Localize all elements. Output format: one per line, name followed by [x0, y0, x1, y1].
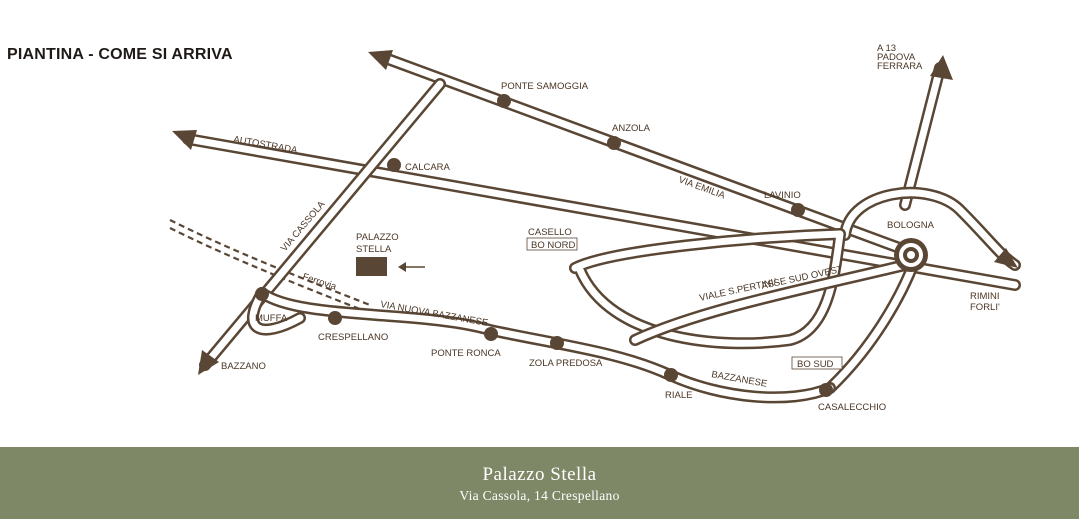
arrow-bazzano: [198, 350, 219, 375]
exit-labels: CASELLO BO NORD BO SUD: [526, 227, 843, 370]
bologna-label: BOLOGNA: [887, 220, 935, 231]
place-labels: PONTE SAMOGGIA ANZOLA LAVINIO CALCARA BO…: [221, 81, 935, 413]
ponte-ronca-label: PONTE RONCA: [431, 348, 501, 359]
page-title: PIANTINA - COME SI ARRIVA: [7, 46, 233, 63]
casello-label: CASELLO: [528, 227, 572, 238]
arrow-east-rimini: [994, 248, 1018, 268]
crespellano-label: CRESPELLANO: [318, 332, 388, 343]
lavinio-label: LAVINIO: [764, 190, 801, 201]
dot-calcara: [387, 158, 401, 172]
road-network: [182, 52, 1021, 404]
ferrovia-label: Ferrovia: [301, 271, 338, 292]
arrow-north-a13: [930, 55, 953, 80]
dot-anzola: [607, 136, 621, 150]
footer-title: Palazzo Stella: [482, 464, 597, 485]
north-dir-line3: FERRARA: [877, 61, 923, 72]
dot-zola-predosa: [550, 336, 564, 350]
dot-casalecchio: [819, 383, 833, 397]
bologna-marker: [894, 238, 928, 272]
bo-nord-label: BO NORD: [531, 240, 575, 251]
road-labels: AUTOSTRADA VIA EMILIA VIA CASSOLA VIA NU…: [232, 134, 843, 390]
footer-band: Palazzo Stella Via Cassola, 14 Crespella…: [0, 447, 1079, 519]
direction-arrows: [172, 50, 1018, 375]
palazzo-label-1: PALAZZO: [356, 232, 399, 243]
dot-crespellano: [328, 311, 342, 325]
anzola-label: ANZOLA: [612, 123, 651, 134]
north-dir-line1: A 13: [877, 43, 896, 54]
dot-lavinio: [791, 203, 805, 217]
casalecchio-label: CASALECCHIO: [818, 402, 886, 413]
east-dir-line2: FORLI': [970, 302, 1000, 313]
dot-ponte-samoggia: [497, 94, 511, 108]
direction-labels: A 13 PADOVA FERRARA RIMINI FORLI': [877, 43, 1000, 313]
bazzano-label: BAZZANO: [221, 361, 266, 372]
arrow-west-autostrada: [172, 130, 197, 150]
bo-sud-label: BO SUD: [797, 359, 834, 370]
muffa-label: MUFFA: [255, 313, 288, 324]
east-dir-line1: RIMINI: [970, 291, 1000, 302]
calcara-label: CALCARA: [405, 162, 451, 173]
riale-label: RIALE: [665, 390, 692, 401]
zola-predosa-label: ZOLA PREDOSA: [529, 358, 603, 369]
dot-muffa: [255, 287, 269, 301]
footer-address: Via Cassola, 14 Crespellano: [459, 488, 620, 503]
arrow-west-emilia: [368, 50, 393, 70]
palazzo-label-2: STELLA: [356, 244, 392, 255]
railway: [169, 219, 371, 315]
route-map: PALAZZO STELLA CASELLO BO NORD BO SUD AU…: [169, 43, 1021, 413]
town-dots: [255, 94, 833, 397]
north-dir-line2: PADOVA: [877, 52, 916, 63]
ponte-samoggia-label: PONTE SAMOGGIA: [501, 81, 589, 92]
dot-riale: [664, 368, 678, 382]
dot-ponte-ronca: [484, 327, 498, 341]
palazzo-stella-marker: PALAZZO STELLA: [356, 232, 425, 276]
